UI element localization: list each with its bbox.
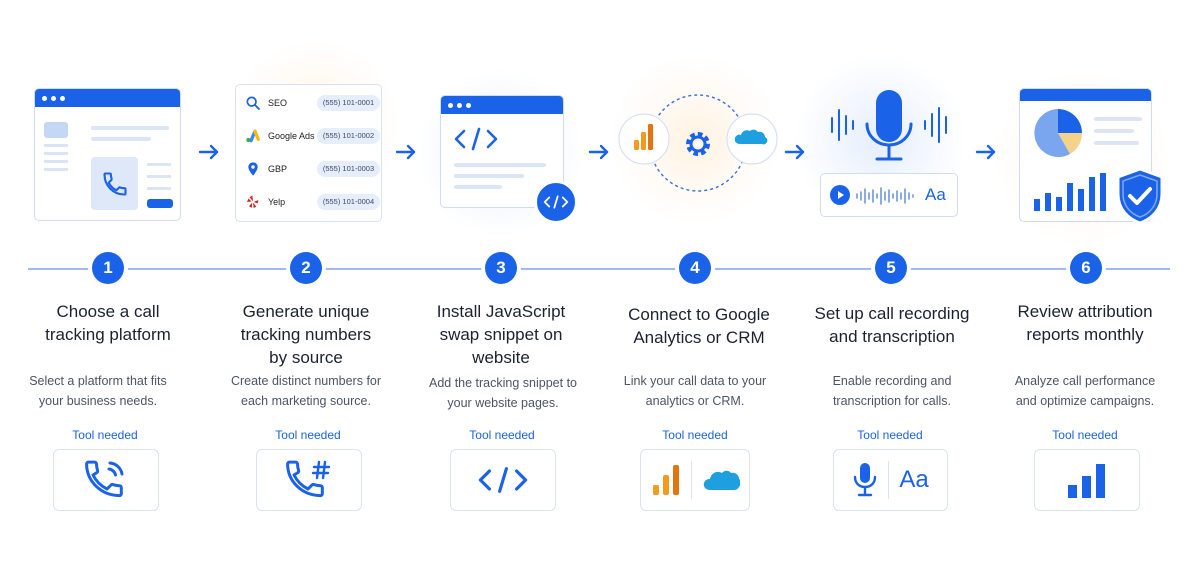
- bar-chart-icon: [1034, 173, 1106, 211]
- step-number-1: 1: [92, 252, 124, 284]
- play-icon: [830, 185, 850, 205]
- source-row: GBP (555) 101-0003: [242, 157, 380, 181]
- tool-needed-label-6: Tool needed: [1052, 428, 1118, 442]
- report-window-illustration: [1019, 88, 1152, 222]
- yelp-icon: [247, 195, 259, 208]
- salesforce-cloud-icon: [703, 470, 740, 490]
- integration-illustration: [618, 94, 778, 192]
- phone-icon: [102, 171, 127, 196]
- code-icon: [478, 467, 528, 493]
- step-number-4: 4: [679, 252, 711, 284]
- tool-needed-label-4: Tool needed: [662, 428, 728, 442]
- source-number: (555) 101-0002: [317, 128, 380, 144]
- tool-box-3: [450, 449, 556, 511]
- arrow-right-icon: [784, 144, 805, 160]
- tool-box-6: [1034, 449, 1140, 511]
- shield-check-icon: [1116, 167, 1164, 225]
- tool-needed-label-1: Tool needed: [72, 428, 138, 442]
- source-number: (555) 101-0003: [317, 161, 380, 177]
- arrow-right-icon: [198, 144, 219, 160]
- source-name: SEO: [268, 98, 288, 108]
- step-number-6: 6: [1070, 252, 1102, 284]
- step-number-2: 2: [290, 252, 322, 284]
- transcript-text-icon: Aa: [899, 466, 929, 493]
- google-ads-icon: [246, 129, 260, 143]
- source-row: SEO (555) 101-0001: [242, 91, 380, 115]
- code-icon: [453, 126, 499, 157]
- source-row: Google Ads (555) 101-0002: [242, 124, 380, 148]
- source-number: (555) 101-0004: [317, 194, 380, 210]
- arrow-right-icon: [588, 144, 609, 160]
- source-numbers-panel: SEO (555) 101-0001 Google Ads (555) 101-…: [235, 84, 382, 222]
- map-pin-icon: [248, 162, 258, 176]
- source-name: GBP: [268, 164, 288, 174]
- source-row: Yelp (555) 101-0004: [242, 190, 380, 214]
- bar-chart-icon: [1068, 464, 1105, 498]
- arrow-right-icon: [975, 144, 996, 160]
- tool-needed-label-3: Tool needed: [469, 428, 535, 442]
- tool-box-5: Aa: [833, 449, 948, 511]
- arrow-right-icon: [395, 144, 416, 160]
- google-analytics-icon: [652, 465, 679, 495]
- waveform-icon: [856, 187, 914, 205]
- microphone-icon: [854, 463, 877, 497]
- transcript-label: Aa: [925, 185, 946, 204]
- search-icon: [246, 96, 260, 110]
- code-badge-icon: [534, 180, 578, 224]
- pie-chart-icon: [1034, 109, 1083, 157]
- source-name: Yelp: [268, 197, 286, 207]
- tool-box-2: [256, 449, 362, 511]
- tool-needed-label-2: Tool needed: [275, 428, 341, 442]
- step-number-5: 5: [875, 252, 907, 284]
- tool-needed-label-5: Tool needed: [857, 428, 923, 442]
- platform-window-illustration: [34, 88, 181, 221]
- audio-player: Aa: [820, 173, 958, 217]
- phone-ringing-icon: [85, 460, 124, 498]
- timeline-line: [28, 268, 1170, 270]
- source-name: Google Ads: [268, 131, 315, 141]
- tool-box-4: [640, 449, 750, 511]
- recording-illustration: [831, 90, 947, 161]
- source-number: (555) 101-0001: [317, 95, 380, 111]
- step-number-3: 3: [485, 252, 517, 284]
- tool-box-1: [53, 449, 159, 511]
- phone-hash-icon: [286, 460, 331, 498]
